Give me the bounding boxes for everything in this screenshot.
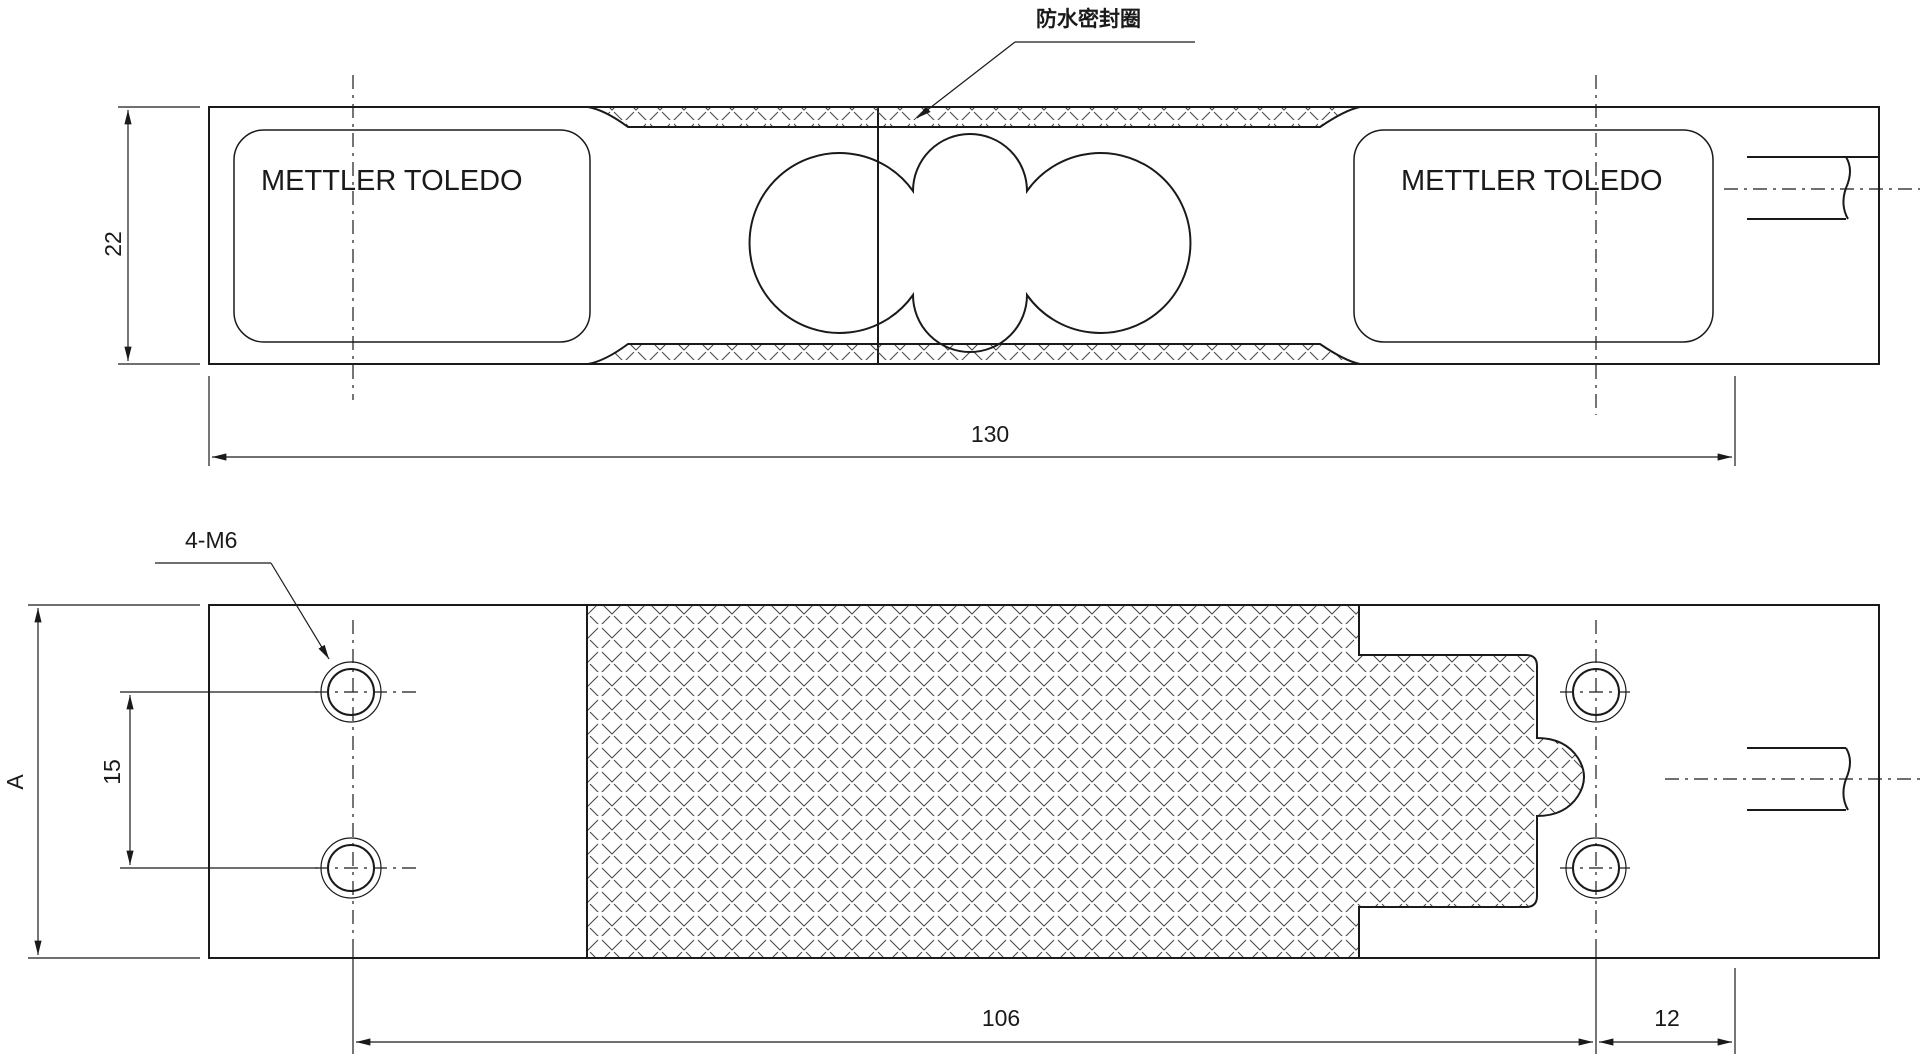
dim-end-offset-label: 12 <box>1654 1005 1680 1031</box>
seal-callout-label: 防水密封圈 <box>1036 7 1141 31</box>
dim-width-bottom <box>28 604 200 959</box>
top-body-full <box>208 106 1880 365</box>
cable-top <box>1747 156 1879 220</box>
upper-seal-band <box>587 106 1361 128</box>
dim-width-label: A <box>2 774 28 790</box>
dim-hole-pitch-label: 106 <box>982 1005 1020 1031</box>
brand-label-right: METTLER TOLEDO <box>1401 165 1663 197</box>
seal-callout: 防水密封圈 <box>916 7 1195 119</box>
top-body-outline <box>208 106 879 365</box>
lower-seal-band <box>587 343 1361 365</box>
dim-height-top <box>118 106 200 365</box>
dim-height-label: 22 <box>100 231 126 257</box>
dim-length-label: 130 <box>971 421 1009 447</box>
thread-callout-label: 4-M6 <box>185 527 237 553</box>
dim-hole-pitch <box>352 940 1736 1054</box>
binocular-bore <box>748 133 1192 353</box>
hatched-pad <box>586 604 1585 959</box>
top-view <box>208 106 1361 365</box>
dim-length-top <box>208 376 1736 466</box>
thread-callout: 4-M6 <box>155 527 330 660</box>
center-lines-bottom <box>315 620 1920 940</box>
center-lines-top <box>352 75 1920 415</box>
label-pad-left <box>233 129 591 343</box>
label-pad-right <box>1353 129 1714 343</box>
dim-hole-spacing-label: 15 <box>99 759 125 785</box>
brand-label-left: METTLER TOLEDO <box>261 165 523 197</box>
dim-hole-spacing <box>120 691 318 869</box>
